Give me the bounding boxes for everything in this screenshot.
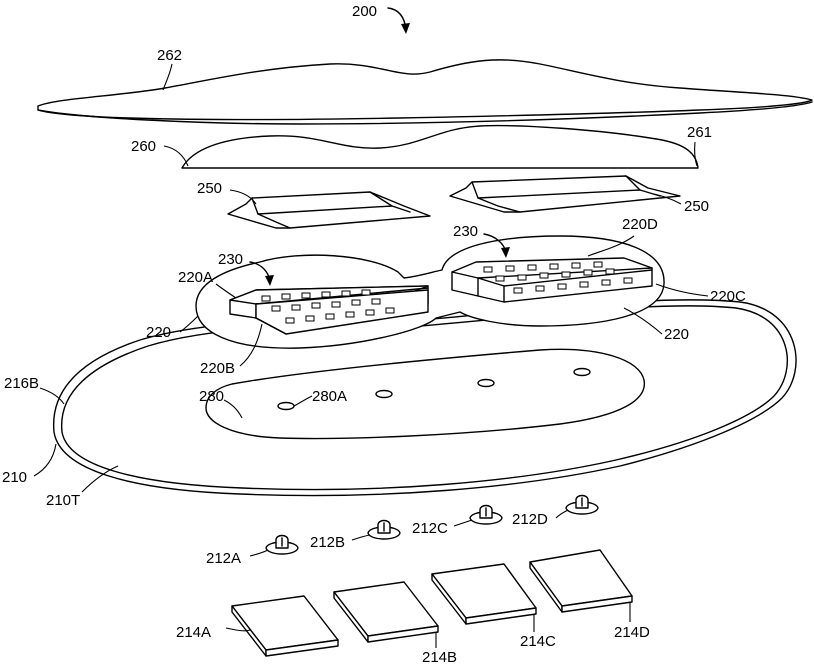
- leader-262: [163, 64, 172, 90]
- label-220b: 220B: [200, 360, 235, 377]
- plate-214d: [530, 550, 632, 612]
- plate-214b: [334, 582, 438, 642]
- label-280a: 280A: [312, 388, 347, 405]
- plate-214c: [432, 564, 536, 624]
- window-280: [206, 349, 644, 438]
- leader-212a: [250, 550, 268, 556]
- label-210: 210: [2, 469, 27, 486]
- label-220d: 220D: [622, 216, 658, 233]
- stud-212d: [566, 496, 598, 515]
- label-250-left: 250: [197, 180, 222, 197]
- foam-260: [182, 126, 698, 168]
- leader-212d: [556, 510, 568, 518]
- hole-3: [478, 380, 494, 387]
- hole-280a: [278, 403, 294, 410]
- label-214b: 214B: [422, 649, 457, 666]
- label-230-right: 230: [453, 223, 478, 240]
- label-216b: 216B: [4, 375, 39, 392]
- label-260: 260: [131, 138, 156, 155]
- label-214d: 214D: [614, 624, 650, 641]
- stud-212c: [470, 506, 502, 525]
- leader-210t: [82, 466, 118, 492]
- label-212c: 212C: [412, 520, 448, 537]
- hole-2: [376, 391, 392, 398]
- label-212d: 212D: [512, 511, 548, 528]
- leader-260: [164, 146, 188, 166]
- label-220-right: 220: [664, 326, 689, 343]
- label-261: 261: [687, 124, 712, 141]
- stud-212b: [368, 521, 400, 540]
- label-230-left: 230: [218, 251, 243, 268]
- cover-262: [38, 60, 812, 124]
- ref-200-arrowhead: [401, 23, 410, 34]
- leader-280: [224, 400, 242, 418]
- label-280: 280: [199, 388, 224, 405]
- hole-4: [574, 369, 590, 376]
- label-220-left: 220: [146, 324, 171, 341]
- tray-250-left: [228, 192, 430, 228]
- label-200: 200: [352, 3, 377, 20]
- leader-280a: [294, 396, 312, 406]
- label-220a: 220A: [178, 269, 213, 286]
- leader-212c: [454, 520, 472, 526]
- label-262: 262: [157, 47, 182, 64]
- label-212b: 212B: [310, 534, 345, 551]
- label-210t: 210T: [46, 492, 80, 509]
- label-220c: 220C: [710, 288, 746, 305]
- leader-212b: [352, 535, 370, 540]
- label-212a: 212A: [206, 550, 241, 567]
- label-250-right: 250: [684, 198, 709, 215]
- tray-250-right: [450, 176, 680, 212]
- label-214a: 214A: [176, 624, 211, 641]
- label-214c: 214C: [520, 633, 556, 650]
- stud-212a: [266, 536, 298, 555]
- plate-214a: [232, 596, 338, 656]
- leader-210: [34, 444, 56, 476]
